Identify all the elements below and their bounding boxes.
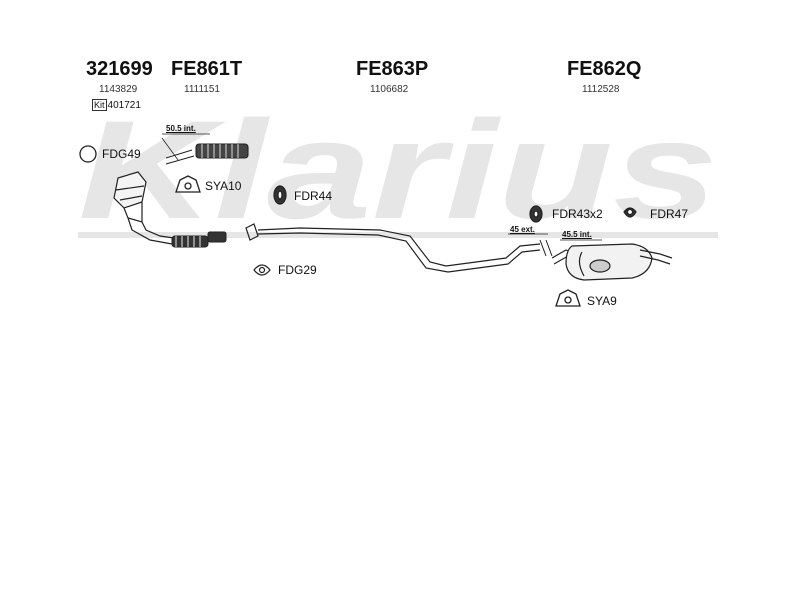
rear-silencer-icon (551, 243, 673, 281)
label-fdr44: FDR44 (294, 189, 333, 203)
kit-badge: Kit (92, 99, 107, 111)
catalytic-converter-icon (113, 171, 175, 245)
label-sya9: SYA9 (587, 294, 617, 308)
dimension-label-3: 45.5 int. (562, 230, 592, 239)
sya10-clamp-icon (175, 175, 201, 193)
label-fdr43x2: FDR43x2 (552, 207, 603, 221)
watermark-underline (78, 232, 718, 238)
sya9-clamp-icon (555, 289, 581, 307)
flex-pipe-icon (165, 143, 249, 165)
fdg29-gasket-icon (253, 264, 271, 276)
label-fdr47: FDR47 (650, 207, 689, 221)
kit-number: 401721 (107, 100, 141, 111)
part-code-fe862q: FE862Q (567, 58, 642, 80)
klarius-watermark: Klarius (78, 91, 718, 250)
front-pipe-flex-icon (171, 231, 227, 248)
fdr43-rubber-mount-icon (529, 205, 543, 223)
watermark-text: Klarius (78, 100, 718, 248)
part-number-1112528: 1112528 (582, 84, 620, 95)
label-sya10: SYA10 (205, 179, 242, 193)
dimension-label-1: 50.5 int. (166, 124, 196, 133)
fdr44-rubber-mount-icon (273, 185, 287, 205)
centre-pipe-icon (245, 223, 541, 273)
part-code-fe863p: FE863P (356, 58, 429, 80)
pipe-break-mark-icon (539, 239, 553, 257)
fdr47-rubber-mount-icon (623, 207, 637, 218)
part-code-fe861t: FE861T (171, 58, 243, 80)
label-fdg49: FDG49 (102, 147, 141, 161)
part-number-1106682: 1106682 (370, 84, 409, 95)
fdg49-gasket-icon (79, 145, 97, 163)
dimension-label-2: 45 ext. (510, 225, 535, 234)
part-number-1143829: 1143829 (99, 84, 138, 95)
part-code-321699: 321699 (86, 58, 153, 80)
part-number-1111151: 1111151 (184, 84, 220, 95)
dimension-arrow-1 (161, 133, 210, 161)
label-fdg29: FDG29 (278, 263, 317, 277)
